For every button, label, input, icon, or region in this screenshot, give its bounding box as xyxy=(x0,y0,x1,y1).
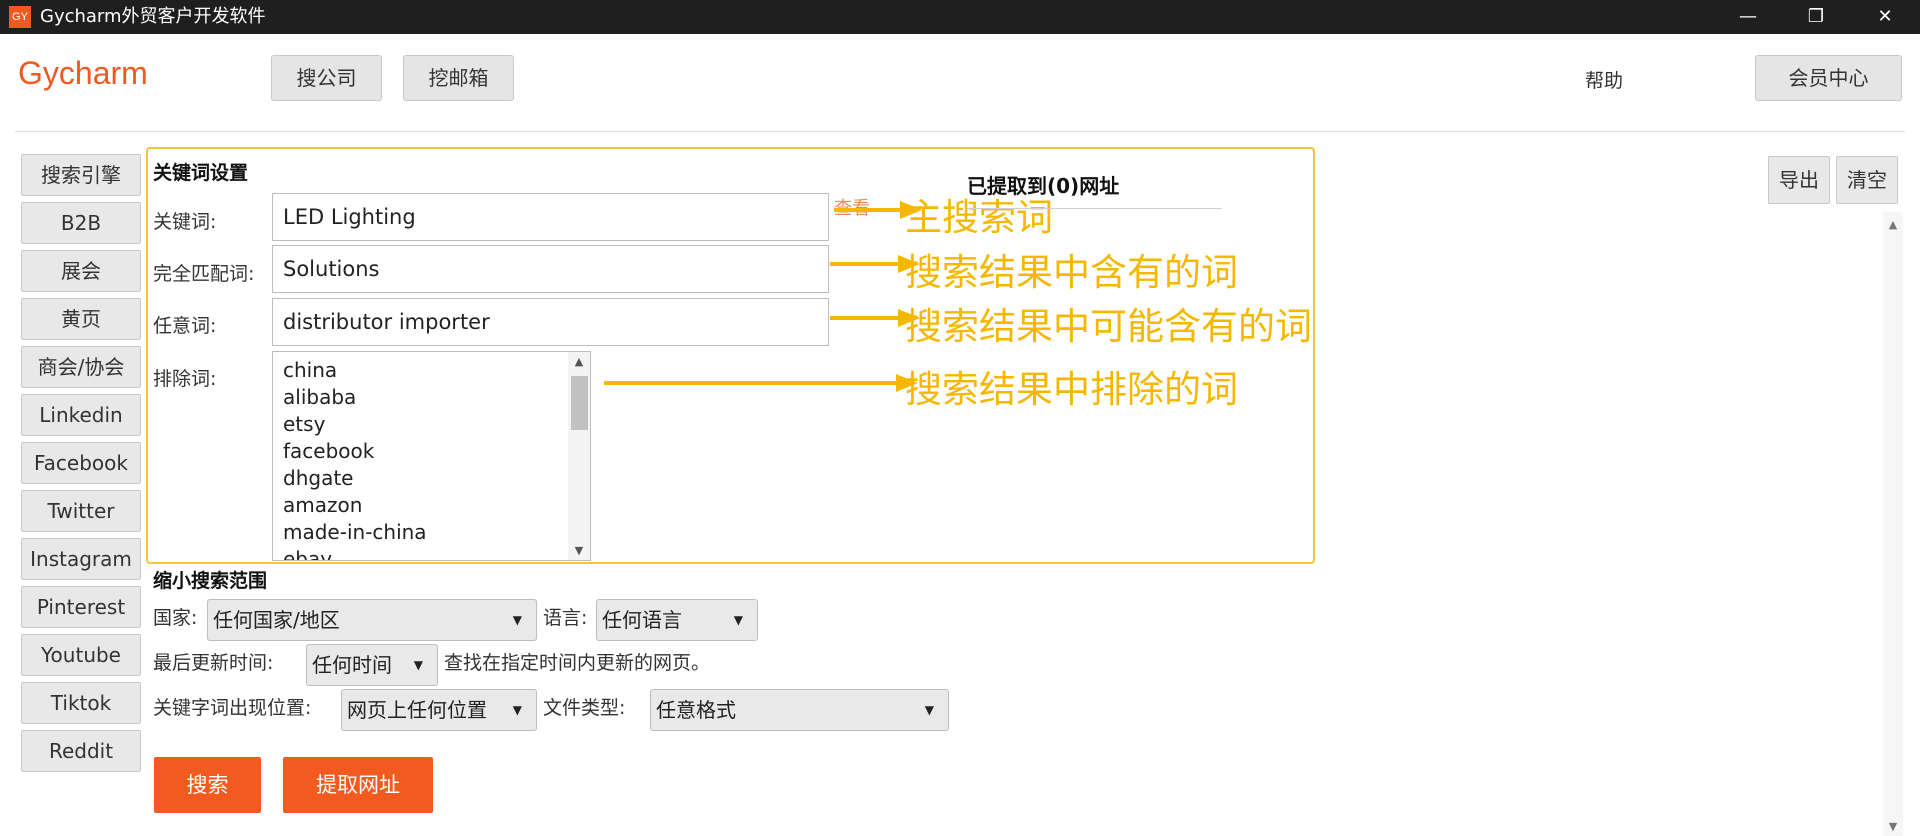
annotation-arrow-head xyxy=(898,309,920,327)
sidebar-item-reddit[interactable]: Reddit xyxy=(21,730,141,772)
keyword-position-value: 网页上任何位置 xyxy=(347,698,487,722)
language-select[interactable]: 任何语言 ▼ xyxy=(596,599,758,641)
export-button[interactable]: 导出 xyxy=(1768,156,1830,204)
update-time-value: 任何时间 xyxy=(312,653,392,677)
keyword-settings-highlight xyxy=(146,147,1315,564)
annotation-main-keyword: 主搜索词 xyxy=(905,196,1053,239)
exclude-word: etsy xyxy=(283,412,326,436)
sidebar-item-chamber[interactable]: 商会/协会 xyxy=(21,346,141,388)
minimize-icon[interactable]: — xyxy=(1739,6,1757,27)
annotation-arrow xyxy=(834,208,904,212)
exact-match-label: 完全匹配词: xyxy=(153,263,255,285)
annotation-arrow xyxy=(830,316,902,320)
exclude-word: alibaba xyxy=(283,385,357,409)
brand-logo: Gycharm xyxy=(18,55,148,91)
annotation-exact: 搜索结果中含有的词 xyxy=(905,251,1238,294)
sidebar-item-yellow-pages[interactable]: 黄页 xyxy=(21,298,141,340)
app-icon: GY xyxy=(9,6,31,28)
chevron-down-icon: ▼ xyxy=(512,703,522,717)
keyword-input[interactable]: LED Lighting xyxy=(272,193,829,241)
view-link[interactable]: 查看 xyxy=(834,194,870,220)
annotation-arrow-head xyxy=(896,374,918,392)
exclude-word: dhgate xyxy=(283,466,354,490)
exact-match-input[interactable]: Solutions xyxy=(272,245,829,293)
header-divider xyxy=(15,131,1905,132)
language-label: 语言: xyxy=(543,607,588,629)
sidebar-item-instagram[interactable]: Instagram xyxy=(21,538,141,580)
keyword-position-select[interactable]: 网页上任何位置 ▼ xyxy=(341,689,537,731)
results-scrollbar[interactable]: ▲ ▼ xyxy=(1883,212,1903,836)
exclude-word: china xyxy=(283,358,338,382)
language-value: 任何语言 xyxy=(602,608,682,632)
update-time-hint: 查找在指定时间内更新的网页。 xyxy=(444,652,711,674)
sidebar-item-linkedin[interactable]: Linkedin xyxy=(21,394,141,436)
keyword-settings-title: 关键词设置 xyxy=(153,162,249,184)
title-bar: GY Gycharm外贸客户开发软件 — ❐ ✕ xyxy=(0,0,1920,34)
file-type-value: 任意格式 xyxy=(656,698,736,722)
results-divider xyxy=(967,208,1222,209)
search-company-button[interactable]: 搜公司 xyxy=(271,55,382,101)
annotation-arrow xyxy=(830,262,902,266)
sidebar-item-youtube[interactable]: Youtube xyxy=(21,634,141,676)
help-link[interactable]: 帮助 xyxy=(1585,70,1624,92)
chevron-down-icon: ▼ xyxy=(413,658,423,672)
sidebar-item-facebook[interactable]: Facebook xyxy=(21,442,141,484)
exclude-label: 排除词: xyxy=(153,368,217,390)
scroll-down-icon[interactable]: ▼ xyxy=(1888,820,1898,833)
scroll-up-icon[interactable]: ▲ xyxy=(574,355,584,368)
scroll-down-icon[interactable]: ▼ xyxy=(574,544,584,557)
country-value: 任何国家/地区 xyxy=(213,608,340,632)
window-title: Gycharm外贸客户开发软件 xyxy=(40,6,266,27)
member-center-button[interactable]: 会员中心 xyxy=(1755,55,1902,101)
sidebar-item-pinterest[interactable]: Pinterest xyxy=(21,586,141,628)
exclude-word: made-in-china xyxy=(283,520,427,544)
extracted-count: 已提取到(0)网址 xyxy=(967,174,1120,198)
annotation-any: 搜索结果中可能含有的词 xyxy=(905,305,1312,348)
chevron-down-icon: ▼ xyxy=(924,703,934,717)
chevron-down-icon: ▼ xyxy=(512,613,522,627)
annotation-arrow xyxy=(604,381,900,385)
sidebar-item-twitter[interactable]: Twitter xyxy=(21,490,141,532)
any-word-label: 任意词: xyxy=(153,315,217,337)
chevron-down-icon: ▼ xyxy=(733,613,743,627)
search-button[interactable]: 搜索 xyxy=(154,757,261,813)
exclude-word: ebay xyxy=(283,547,333,561)
file-type-select[interactable]: 任意格式 ▼ xyxy=(650,689,949,731)
mine-email-button[interactable]: 挖邮箱 xyxy=(403,55,514,101)
exclude-word: amazon xyxy=(283,493,363,517)
keyword-label: 关键词: xyxy=(153,211,217,233)
close-icon[interactable]: ✕ xyxy=(1877,6,1893,27)
scroll-up-icon[interactable]: ▲ xyxy=(1888,218,1898,231)
exclude-word: facebook xyxy=(283,439,375,463)
update-time-label: 最后更新时间: xyxy=(153,652,274,674)
file-type-label: 文件类型: xyxy=(543,697,626,719)
country-label: 国家: xyxy=(153,607,198,629)
sidebar-item-tiktok[interactable]: Tiktok xyxy=(21,682,141,724)
narrow-search-title: 缩小搜索范围 xyxy=(153,570,268,592)
sidebar-item-b2b[interactable]: B2B xyxy=(21,202,141,244)
annotation-arrow-head xyxy=(900,201,922,219)
country-select[interactable]: 任何国家/地区 ▼ xyxy=(207,599,537,641)
update-time-select[interactable]: 任何时间 ▼ xyxy=(306,644,438,686)
sidebar-item-exhibition[interactable]: 展会 xyxy=(21,250,141,292)
exclude-textarea[interactable]: china alibaba etsy facebook dhgate amazo… xyxy=(272,351,591,561)
scroll-thumb[interactable] xyxy=(571,376,588,430)
annotation-arrow-head xyxy=(898,255,920,273)
any-word-input[interactable]: distributor importer xyxy=(272,298,829,346)
exclude-scrollbar[interactable]: ▲ ▼ xyxy=(568,352,590,560)
sidebar-item-search-engine[interactable]: 搜索引擎 xyxy=(21,154,141,196)
extract-urls-button[interactable]: 提取网址 xyxy=(283,757,433,813)
restore-icon[interactable]: ❐ xyxy=(1807,6,1825,27)
clear-button[interactable]: 清空 xyxy=(1836,156,1898,204)
keyword-position-label: 关键字词出现位置: xyxy=(153,697,312,719)
annotation-exclude: 搜索结果中排除的词 xyxy=(905,368,1238,411)
